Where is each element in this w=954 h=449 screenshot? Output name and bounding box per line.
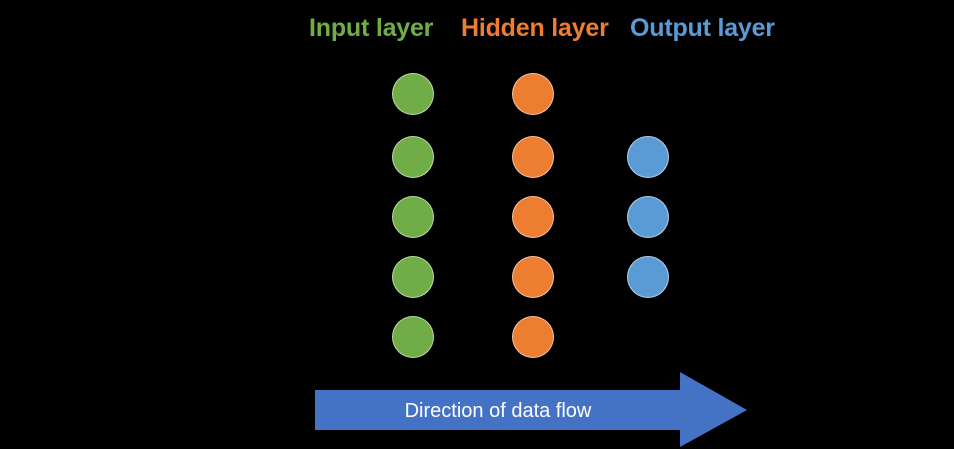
arrow-right-icon: [315, 372, 747, 447]
hidden-layer-node: [512, 256, 554, 298]
hidden-layer-node: [512, 196, 554, 238]
output-layer-node: [627, 196, 669, 238]
output-layer-node: [627, 136, 669, 178]
hidden-layer-node: [512, 316, 554, 358]
output-layer-node: [627, 256, 669, 298]
hidden-layer-node: [512, 73, 554, 115]
data-flow-arrow-label: Direction of data flow: [404, 400, 592, 422]
input-layer-node: [392, 196, 434, 238]
hidden-layer-node: [512, 136, 554, 178]
layer-label-output: Output layer: [630, 14, 775, 42]
input-layer-node: [392, 256, 434, 298]
layer-label-input: Input layer: [309, 14, 434, 42]
input-layer-node: [392, 316, 434, 358]
layer-label-hidden: Hidden layer: [461, 14, 609, 42]
input-layer-node: [392, 73, 434, 115]
data-flow-arrow: Direction of data flow: [313, 370, 749, 449]
input-layer-node: [392, 136, 434, 178]
